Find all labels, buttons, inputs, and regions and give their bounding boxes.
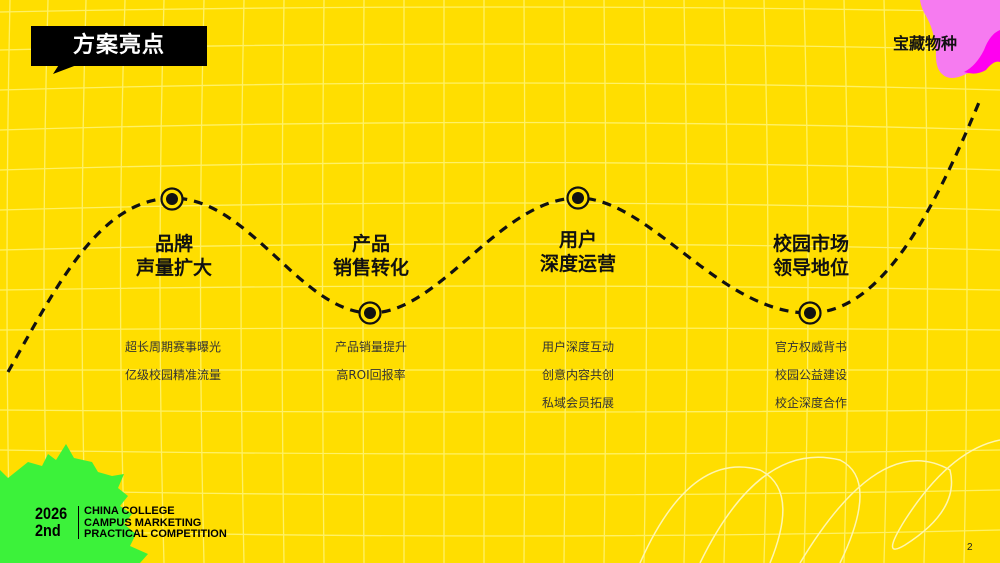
speech-tail-icon (53, 60, 90, 74)
stage-title-line2: 声量扩大 (135, 257, 212, 279)
bullet-item: 高ROI回报率 (336, 368, 406, 382)
bullet-item: 私域会员拓展 (541, 396, 614, 410)
stage-title-line2: 销售转化 (332, 257, 409, 279)
bullet-item: 创意内容共创 (541, 368, 614, 382)
bullet-item: 官方权威背书 (774, 340, 847, 354)
stage-title-line1: 产品 (351, 233, 390, 255)
stage-bullets-campus: 官方权威背书 校园公益建设 校企深度合作 (731, 333, 891, 417)
stage-title-line2: 领导地位 (772, 257, 849, 279)
footer-edition: 2nd (35, 521, 61, 540)
footer-line3: PRACTICAL COMPETITION (84, 528, 227, 540)
node-1 (159, 186, 185, 212)
bullet-item: 用户深度互动 (541, 340, 614, 354)
brand-logo-text: 宝藏物种 (893, 34, 958, 53)
stage-title-users: 用户 深度运营 (508, 228, 648, 276)
white-squiggle (639, 439, 1000, 563)
target-node-icon (160, 187, 184, 211)
target-node-icon (798, 301, 822, 325)
stage-title-line1: 校园市场 (772, 233, 849, 255)
bullet-item: 产品销量提升 (334, 340, 407, 354)
bullet-item: 校企深度合作 (774, 396, 847, 410)
target-node-icon (358, 301, 382, 325)
magenta-blob (964, 30, 1000, 74)
footer-divider (78, 506, 79, 539)
node-3 (565, 185, 591, 211)
stage-title-line1: 用户 (558, 229, 597, 251)
footer-line2: CAMPUS MARKETING (84, 516, 202, 529)
stage-bullets-sales: 产品销量提升 高ROI回报率 (291, 333, 451, 389)
footer-year-block: 2026 2nd (35, 504, 68, 540)
footer-competition-name: CHINA COLLEGE CAMPUS MARKETING PRACTICAL… (84, 505, 227, 541)
wave-dashed-line (6, 99, 982, 373)
target-node-icon (566, 186, 590, 210)
green-burst (0, 444, 148, 563)
bullet-item: 亿级校园精准流量 (124, 368, 221, 382)
stage-title-brand: 品牌 声量扩大 (104, 232, 244, 280)
node-4 (797, 300, 823, 326)
bullet-item: 超长周期赛事曝光 (124, 340, 221, 354)
title-badge (31, 26, 207, 66)
footer-year: 2026 (35, 504, 68, 523)
stage-bullets-users: 用户深度互动 创意内容共创 私域会员拓展 (498, 333, 658, 417)
page-title: 方案亮点 (72, 33, 165, 58)
stage-title-line2: 深度运营 (539, 253, 616, 275)
page-number: 2 (967, 542, 973, 553)
stage-title-sales: 产品 销售转化 (301, 232, 441, 280)
stage-title-line1: 品牌 (154, 233, 193, 255)
bullet-item: 校园公益建设 (774, 368, 847, 382)
footer-line1: CHINA COLLEGE (84, 505, 175, 517)
node-2 (357, 300, 383, 326)
stage-bullets-brand: 超长周期赛事曝光 亿级校园精准流量 (93, 333, 253, 389)
stage-title-campus: 校园市场 领导地位 (741, 232, 881, 280)
